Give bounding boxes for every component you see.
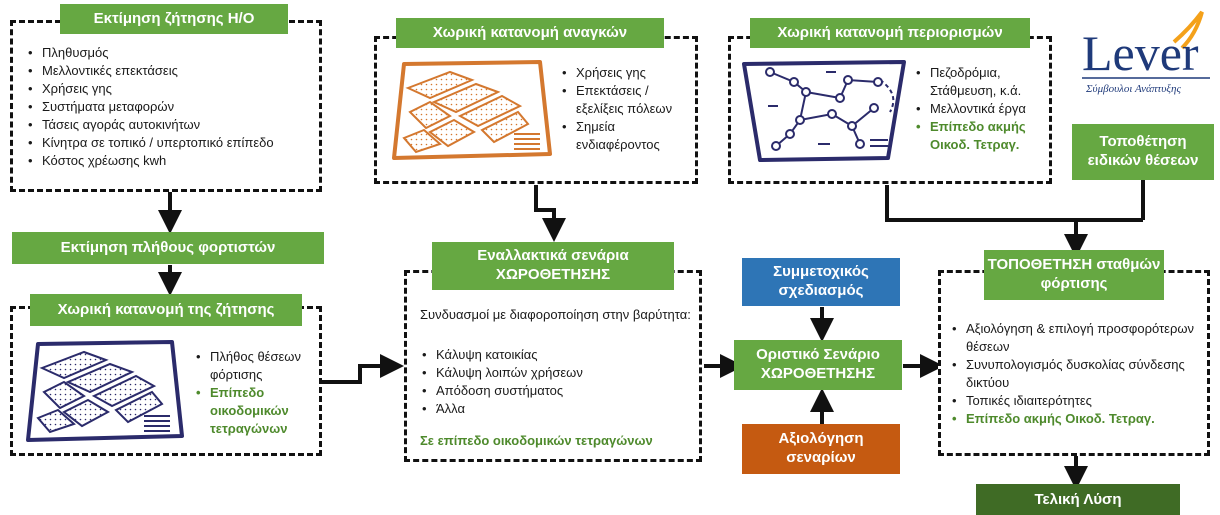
navy-map-icon (26, 340, 184, 442)
final-solution-box: Τελική Λύση (976, 484, 1180, 515)
demand-distribution-list: Πλήθος θέσεων φόρτισης Επίπεδο οικοδομικ… (194, 348, 318, 438)
placement-list: Αξιολόγηση & επιλογή προσφορότερων θέσεω… (950, 320, 1204, 428)
demand-distribution-title: Χωρική κατανομή της ζήτησης (30, 294, 302, 326)
arrow-distribution-to-scenarios (318, 354, 404, 384)
scenarios-intro: Συνδυασμοί με διαφοροποίηση στην βαρύτητ… (420, 307, 691, 322)
arrow-needs-to-scenarios (534, 185, 566, 242)
list-item: Μελλοντικές επεκτάσεις (26, 62, 316, 80)
participatory-box: Συμμετοχικός σχεδιασμός (742, 258, 900, 306)
needs-distribution-title: Χωρική κατανομή αναγκών (396, 18, 664, 48)
list-item: Συνυπολογισμός δυσκολίας σύνδεσης δικτύο… (950, 356, 1204, 392)
list-item: Επεκτάσεις / εξελίξεις πόλεων (560, 82, 694, 118)
svg-text:Lever: Lever (1082, 25, 1199, 81)
orange-map-icon (392, 60, 552, 160)
constraints-distribution-title: Χωρική κατανομή περιορισμών (750, 18, 1030, 48)
list-item: Απόδοση συστήματος (420, 382, 680, 400)
list-item-highlight: Επίπεδο ακμής Οικοδ. Τετραγ. (950, 410, 1204, 428)
list-item: Πληθυσμός (26, 44, 316, 62)
list-item-highlight: Επίπεδο οικοδομικών τετραγώνων (194, 384, 318, 438)
list-item: Κόστος χρέωσης kwh (26, 152, 316, 170)
list-item: Σημεία ενδιαφέροντος (560, 118, 694, 154)
placement-title: ΤΟΠΟΘΕΤΗΣΗ σταθμών φόρτισης (984, 250, 1164, 300)
scenarios-footer: Σε επίπεδο οικοδομικών τετραγώνων (420, 433, 653, 448)
scenario-eval-box: Αξιολόγηση σεναρίων (742, 424, 900, 474)
list-item: Αξιολόγηση & επιλογή προσφορότερων θέσεω… (950, 320, 1204, 356)
list-item: Κάλυψη κατοικίας (420, 346, 680, 364)
list-item-highlight: Επίπεδο ακμής Οικοδ. Τετραγ. (914, 118, 1052, 154)
list-item: Άλλα (420, 400, 680, 418)
list-item: Χρήσεις γης (26, 80, 316, 98)
list-item: Τοπικές ιδιαιτερότητες (950, 392, 1204, 410)
needs-distribution-list: Χρήσεις γης Επεκτάσεις / εξελίξεις πόλεω… (560, 64, 694, 154)
list-item: Πλήθος θέσεων φόρτισης (194, 348, 318, 384)
list-item: Κίνητρα σε τοπικό / υπερτοπικό επίπεδο (26, 134, 316, 152)
lever-logo: Lever Σύμβουλοι Ανάπτυξης (1082, 10, 1210, 95)
list-item: Μελλοντικά έργα (914, 100, 1052, 118)
scenarios-list: Κάλυψη κατοικίας Κάλυψη λοιπών χρήσεων Α… (420, 346, 680, 418)
special-positions-box: Τοποθέτηση ειδικών θέσεων (1072, 124, 1214, 180)
network-map-icon (742, 60, 906, 162)
svg-text:Σύμβουλοι Ανάπτυξης: Σύμβουλοι Ανάπτυξης (1085, 83, 1181, 95)
demand-estimation-list: Πληθυσμός Μελλοντικές επεκτάσεις Χρήσεις… (26, 44, 316, 170)
list-item: Κάλυψη λοιπών χρήσεων (420, 364, 680, 382)
list-item: Συστήματα μεταφορών (26, 98, 316, 116)
list-item: Πεζοδρόμια, Στάθμευση, κ.ά. (914, 64, 1052, 100)
line-constraints-down (885, 185, 1143, 222)
constraints-distribution-list: Πεζοδρόμια, Στάθμευση, κ.ά. Μελλοντικά έ… (914, 64, 1052, 154)
final-scenario-box: Οριστικό Σενάριο ΧΩΡΟΘΕΤΗΣΗΣ (734, 340, 902, 390)
list-item: Χρήσεις γης (560, 64, 694, 82)
list-item: Τάσεις αγοράς αυτοκινήτων (26, 116, 316, 134)
charger-count-box: Εκτίμηση πλήθους φορτιστών (12, 232, 324, 264)
scenarios-title: Εναλλακτικά σενάρια ΧΩΡΟΘΕΤΗΣΗΣ (432, 242, 674, 290)
demand-estimation-title: Εκτίμηση ζήτησης Η/Ο (60, 4, 288, 34)
